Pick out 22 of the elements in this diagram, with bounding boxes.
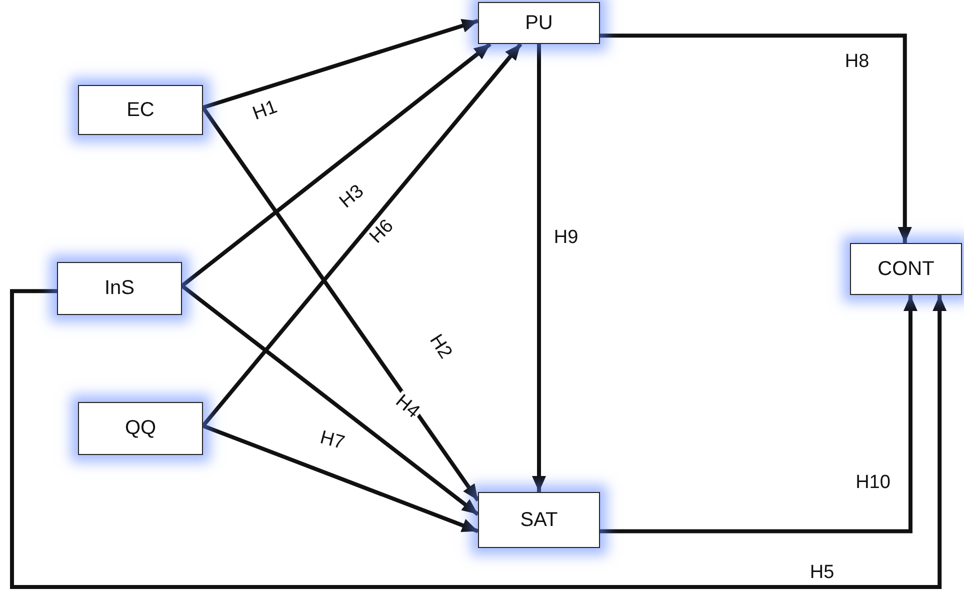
- arrow: [202, 19, 479, 110]
- construct-name: InS: [104, 277, 135, 300]
- arrow: [201, 106, 480, 502]
- construct-name: EC: [126, 98, 154, 122]
- arrow: [600, 295, 918, 534]
- construct-box: [57, 262, 182, 315]
- construct-box: [78, 402, 203, 455]
- arrow: [10, 289, 947, 589]
- construct-name: CONT: [878, 258, 934, 280]
- construct-name: QQ: [124, 417, 156, 440]
- construct-box: [478, 2, 600, 44]
- construct-box: [478, 492, 600, 548]
- construct-box: [850, 243, 962, 295]
- arrow: [532, 44, 546, 492]
- construct-name: SAT: [520, 508, 558, 532]
- arrow: [600, 34, 912, 243]
- arrow: [180, 284, 480, 516]
- arrow: [201, 42, 522, 428]
- construct-name: PU: [525, 12, 553, 34]
- construct-box: [78, 85, 203, 135]
- arrow: [180, 42, 492, 288]
- arrow: [202, 424, 479, 534]
